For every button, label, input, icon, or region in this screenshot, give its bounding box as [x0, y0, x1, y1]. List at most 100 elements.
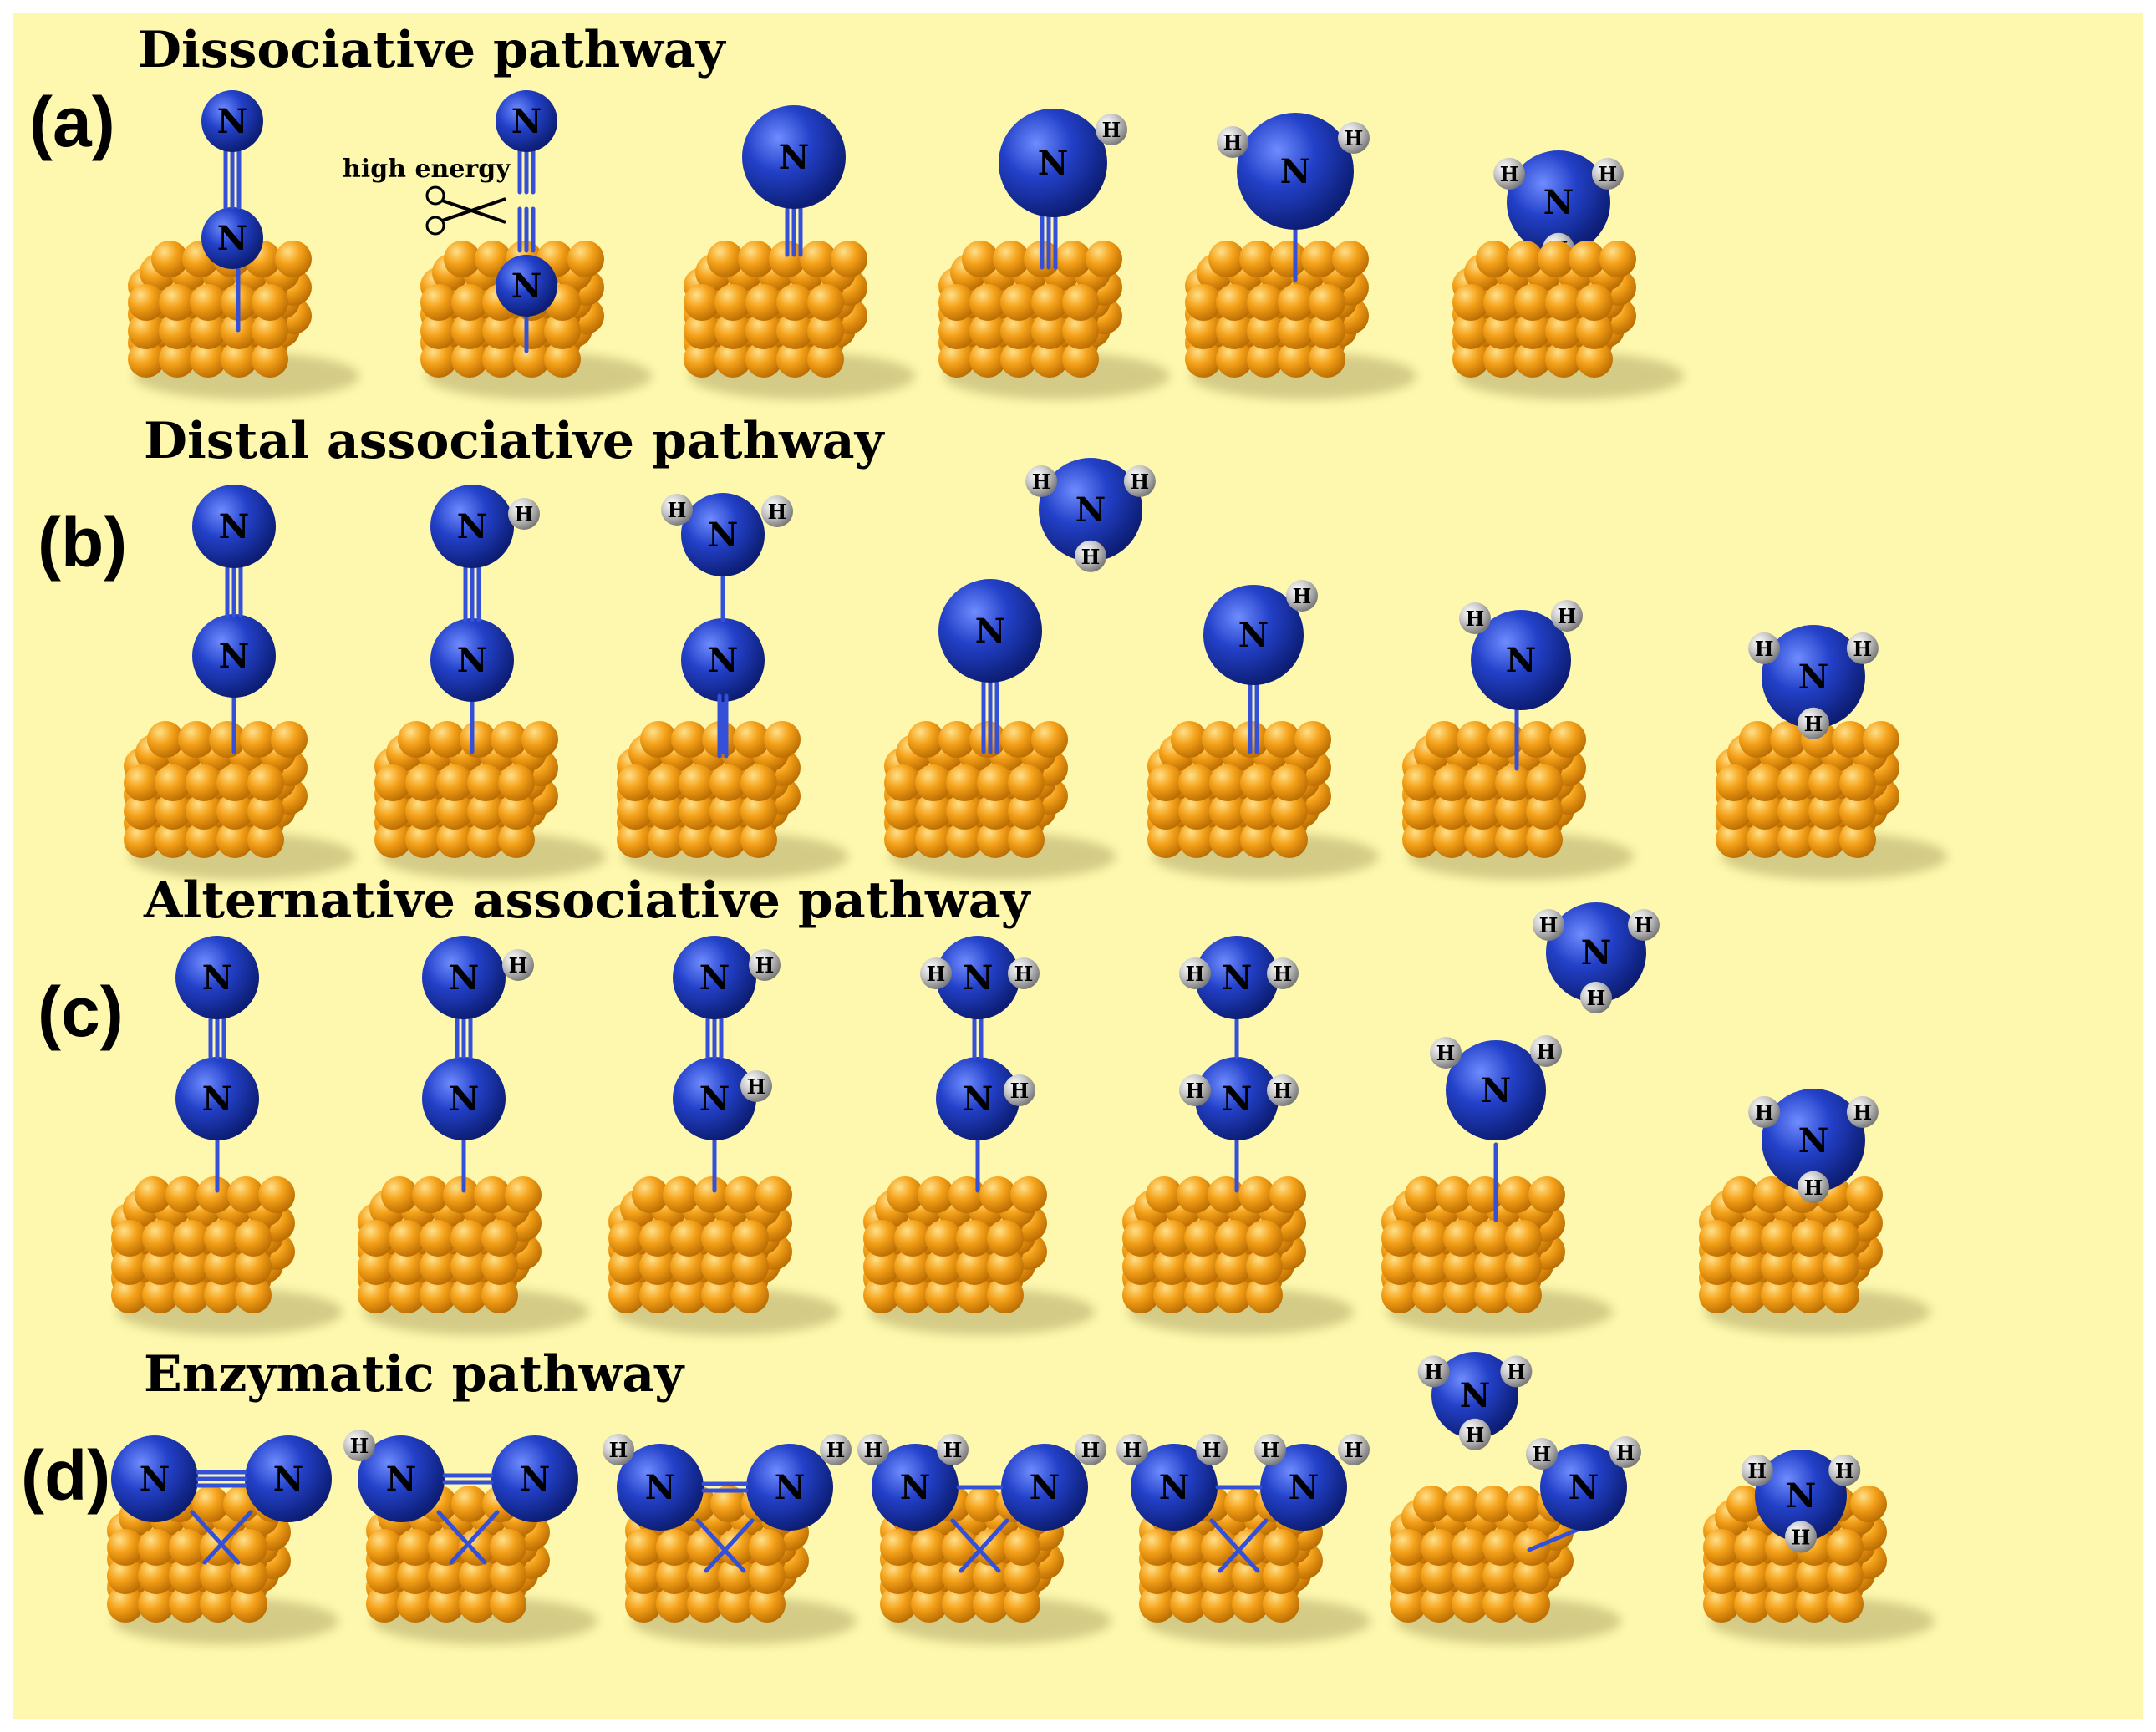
svg-text:H: H — [1223, 130, 1243, 155]
svg-text:N: N — [386, 1460, 417, 1499]
hydrogen-atom: H — [937, 1434, 969, 1465]
nitrogen-atom: N — [1446, 1040, 1546, 1140]
svg-text:H: H — [1186, 1079, 1205, 1103]
hydrogen-atom: H — [920, 957, 952, 989]
svg-text:N: N — [775, 1468, 806, 1507]
svg-text:H: H — [1102, 118, 1121, 142]
hydrogen-atom: H — [1025, 465, 1058, 497]
catalyst-surface — [1381, 1176, 1613, 1335]
svg-text:H: H — [1853, 637, 1873, 661]
hydrogen-atom: H — [603, 1434, 634, 1465]
hydrogen-atom: H — [661, 494, 693, 526]
catalyst-surface — [617, 721, 848, 880]
bond — [1218, 1518, 1269, 1573]
svg-text:H: H — [1014, 962, 1034, 986]
hydrogen-atom: H — [343, 1430, 375, 1461]
svg-text:H: H — [1293, 584, 1312, 608]
hydrogen-atom: H — [1430, 1037, 1462, 1069]
hydrogen-atom: H — [1286, 580, 1318, 612]
svg-text:H: H — [1755, 1100, 1774, 1125]
nitrogen-atom: N — [422, 936, 506, 1019]
hydrogen-atom: H — [1008, 957, 1040, 989]
catalyst-surface — [1185, 241, 1416, 399]
hydrogen-atom: H — [1179, 957, 1211, 989]
svg-text:H: H — [668, 498, 687, 522]
hydrogen-atom: H — [1338, 1434, 1370, 1465]
nitrogen-atom: N — [111, 1435, 198, 1522]
hydrogen-atom: H — [1500, 1355, 1533, 1388]
bond — [959, 1518, 1009, 1573]
svg-text:N: N — [1569, 1468, 1599, 1507]
svg-text:N: N — [708, 641, 739, 680]
bond — [208, 1015, 226, 1059]
svg-text:N: N — [1030, 1468, 1060, 1507]
svg-text:N: N — [1075, 490, 1106, 530]
row-b-label: (b) — [38, 503, 127, 582]
bond — [950, 1518, 1001, 1573]
hydrogen-atom: H — [1530, 1035, 1562, 1067]
nitrogen-atom: N — [1203, 585, 1304, 685]
svg-text:H: H — [1558, 604, 1577, 628]
svg-text:H: H — [1835, 1459, 1854, 1483]
svg-text:N: N — [217, 102, 248, 141]
svg-text:N: N — [1460, 1376, 1491, 1415]
hydrogen-atom: H — [1217, 126, 1248, 158]
hydrogen-atom: H — [1338, 122, 1370, 154]
bond — [705, 1015, 724, 1059]
bond — [202, 1510, 253, 1565]
svg-text:H: H — [1081, 545, 1101, 569]
catalyst-surface — [1402, 721, 1634, 880]
svg-text:H: H — [755, 953, 775, 978]
svg-text:N: N — [1238, 616, 1269, 655]
svg-text:N: N — [511, 267, 542, 306]
svg-text:N: N — [1481, 1071, 1512, 1110]
nitrogen-atom: N — [422, 1057, 506, 1140]
svg-text:H: H — [1635, 913, 1654, 937]
hydrogen-atom: H — [761, 495, 793, 527]
hydrogen-atom: H — [1267, 957, 1299, 989]
svg-text:N: N — [1506, 641, 1537, 680]
svg-text:N: N — [449, 1079, 480, 1119]
svg-text:H: H — [1081, 1438, 1101, 1462]
svg-text:H: H — [1500, 162, 1519, 186]
nitrogen-atom: N — [1001, 1444, 1088, 1531]
svg-text:N: N — [140, 1460, 170, 1499]
catalyst-surface — [111, 1176, 343, 1335]
bond — [196, 1470, 247, 1488]
svg-text:H: H — [1345, 1438, 1364, 1462]
nitrogen-atom: N — [192, 485, 276, 568]
svg-text:H: H — [1424, 1359, 1443, 1384]
svg-text:H: H — [1131, 470, 1150, 494]
hydrogen-atom: H — [1785, 1521, 1817, 1553]
nitrogen-atom: N — [192, 614, 276, 698]
nitrogen-atom: N — [1195, 1057, 1279, 1140]
svg-text:N: N — [273, 1460, 304, 1499]
svg-text:H: H — [1436, 1041, 1456, 1065]
hydrogen-atom: H — [1551, 600, 1583, 632]
svg-text:H: H — [350, 1434, 369, 1458]
svg-text:N: N — [202, 958, 233, 998]
hydrogen-atom: H — [1493, 157, 1526, 190]
bond — [449, 1510, 500, 1565]
nitrogen-atom: N — [936, 936, 1020, 1019]
svg-text:H: H — [1274, 962, 1293, 986]
svg-text:N: N — [1798, 1121, 1829, 1161]
nitrogen-atom: N — [681, 618, 765, 702]
nitrogen-atom: N — [1237, 113, 1354, 230]
hydrogen-atom: H — [508, 498, 540, 530]
catalyst-surface — [366, 1486, 597, 1644]
svg-text:H: H — [1186, 962, 1205, 986]
bond — [190, 1510, 241, 1565]
svg-text:H: H — [768, 500, 787, 524]
svg-text:N: N — [975, 612, 1006, 651]
svg-text:H: H — [1804, 712, 1823, 736]
catalyst-surface — [684, 241, 915, 399]
bond — [223, 148, 242, 210]
svg-text:H: H — [1507, 1359, 1526, 1384]
hydrogen-atom: H — [1798, 707, 1829, 739]
bond — [436, 1510, 487, 1565]
svg-text:N: N — [1222, 958, 1253, 998]
svg-text:N: N — [1543, 183, 1574, 222]
svg-text:N: N — [1038, 144, 1069, 183]
bond — [695, 1518, 746, 1573]
